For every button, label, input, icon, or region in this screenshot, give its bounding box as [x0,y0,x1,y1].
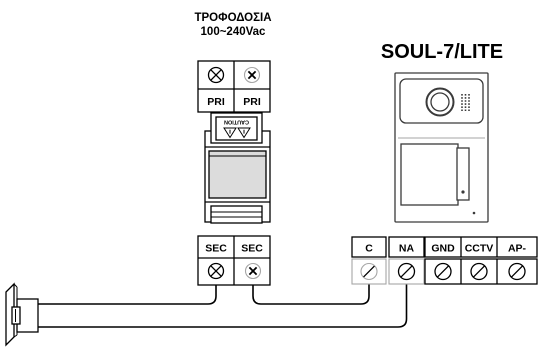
wire-sec-to-c [252,281,370,305]
terminal-group-label-box [424,236,538,258]
terminal-ap-label: AP- [508,243,527,255]
terminal-c-label-box [351,236,387,258]
terminal-na-label: NA [399,243,415,255]
outdoor-panel: SOUL-7/LITE [381,41,503,223]
secondary-terminal-block: SEC SEC [197,235,271,286]
caution-label [215,116,258,141]
power-supply-title: ΤΡΟΦΟΔΟΣΙΑ [194,12,271,24]
electric-lock-icon [5,282,39,347]
lock-plate-edge [13,334,18,338]
panel-model-title: SOUL-7/LITE [381,41,503,63]
camera-lens-inner [430,92,450,112]
transformer: CAUTION [204,112,271,224]
caution-label-text: CAUTION [224,119,249,125]
terminal-group-screw-box [424,258,538,285]
wire-lock-to-na [37,281,408,328]
transformer-base [210,205,263,224]
transformer-window [208,150,267,199]
wiring [37,281,408,328]
panel-microphone [472,211,476,215]
secondary-terminal-label: SEC [205,243,227,255]
panel-call-button [400,143,459,206]
lock-plate-edge [13,283,18,288]
panel-name-plate [456,147,470,201]
power-supply-voltage: 100~240Vac [201,26,267,38]
terminal-c-label: C [365,243,373,255]
primary-terminal-label: PRI [243,96,261,108]
primary-terminal-label: PRI [207,96,225,108]
wire-sec-to-lock [37,281,217,305]
primary-terminal-block: PRI PRI [197,60,271,113]
panel-terminal-strip: C NA GND CCTV AP- [351,236,538,285]
terminal-na-label-box [388,236,425,258]
secondary-terminal-label: SEC [241,243,263,255]
panel-led-indicator [461,190,465,194]
terminal-cctv-label: CCTV [465,243,494,255]
terminal-gnd-label: GND [431,243,455,255]
